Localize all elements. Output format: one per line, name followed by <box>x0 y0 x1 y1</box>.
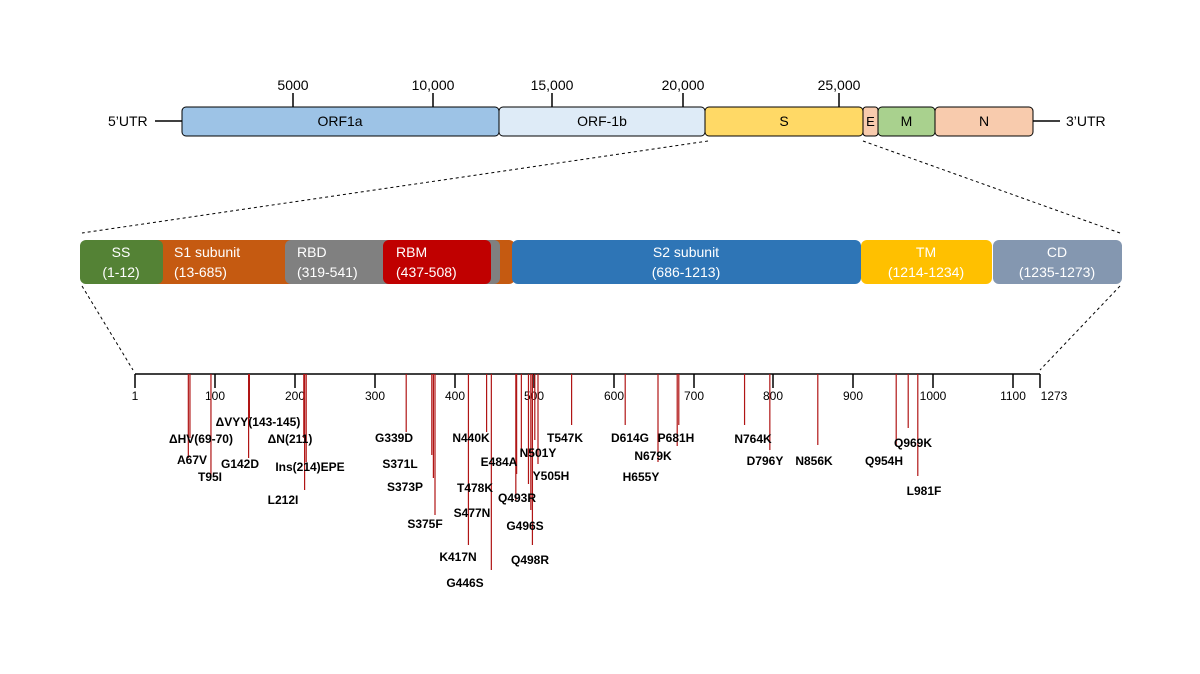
spike-domain-bar: SS (1-12) S1 subunit (13-685) RBD (319-5… <box>80 240 1122 284</box>
mutation-label: D796Y <box>747 454 784 468</box>
mutation-stems <box>187 374 919 570</box>
axis-tick-label: 400 <box>445 389 465 403</box>
zoom-line-right-top <box>862 140 1121 234</box>
mutation-label: N764K <box>734 432 772 446</box>
zoom-line-left-bottom <box>81 285 134 371</box>
mutation-label: G446S <box>446 576 483 590</box>
domain-s1-name: S1 subunit <box>174 244 240 260</box>
domain-ss <box>80 240 163 284</box>
mutation-label: G142D <box>221 457 259 471</box>
mutation-label: H655Y <box>623 470 660 484</box>
zoom-line-right-bottom <box>1039 285 1121 371</box>
utr3-label: 3’UTR <box>1066 113 1106 129</box>
mutation-label: S375F <box>407 517 442 531</box>
genome-ticks <box>292 93 840 107</box>
mutation-label: E484A <box>481 455 518 469</box>
genome-map: 5’UTR 3’UTR 5000 10,000 15,000 20,000 25… <box>108 77 1106 137</box>
domain-s2-subunit <box>512 240 861 284</box>
mutation-label: ΔVYY(143-145) <box>216 415 301 429</box>
domain-tm-name: TM <box>916 244 936 260</box>
mutation-label: T95I <box>198 470 222 484</box>
gene-m-label: M <box>901 113 913 129</box>
domain-cd-name: CD <box>1047 244 1067 260</box>
mutation-label: T478K <box>457 481 493 495</box>
axis-tick-label: 1 <box>132 389 139 403</box>
domain-rbm <box>383 240 491 284</box>
domain-s1-range: (13-685) <box>174 264 227 280</box>
domain-cd-range: (1235-1273) <box>1019 264 1095 280</box>
axis-tick-label: 900 <box>843 389 863 403</box>
axis-tick-label: 300 <box>365 389 385 403</box>
axis-tick-label: 800 <box>763 389 783 403</box>
axis-tick-label: 500 <box>524 389 544 403</box>
domain-s2-range: (686-1213) <box>652 264 721 280</box>
mutation-label: S371L <box>382 457 417 471</box>
mutation-label: ΔN(211) <box>268 432 313 446</box>
domain-ss-name: SS <box>112 244 131 260</box>
mutation-label: Y505H <box>533 469 570 483</box>
zoom-connectors <box>81 140 1121 371</box>
gene-e-label: E <box>866 114 875 129</box>
genome-tick-label: 5000 <box>277 77 308 93</box>
zoom-line-left-top <box>81 140 709 234</box>
genome-tick-label: 15,000 <box>531 77 574 93</box>
domain-rbd-name: RBD <box>297 244 327 260</box>
utr5-label: 5’UTR <box>108 113 148 129</box>
genome-tick-label: 25,000 <box>818 77 861 93</box>
genome-tick-label: 20,000 <box>662 77 705 93</box>
domain-rbm-name: RBM <box>396 244 427 260</box>
axis-tick-label: 1000 <box>920 389 947 403</box>
mutation-label: L212I <box>268 493 299 507</box>
axis-tick-label: 100 <box>205 389 225 403</box>
mutation-label: N856K <box>795 454 833 468</box>
mutation-label: Q969K <box>894 436 932 450</box>
mutation-label: D614G <box>611 431 649 445</box>
domain-ss-range: (1-12) <box>102 264 139 280</box>
mutation-label: Q954H <box>865 454 903 468</box>
gene-s-label: S <box>779 113 788 129</box>
mutation-label: N440K <box>452 431 490 445</box>
axis-tick-label: 600 <box>604 389 624 403</box>
axis-tick-label: 1100 <box>1000 389 1026 403</box>
mutation-label: T547K <box>547 431 583 445</box>
mutation-label: A67V <box>177 453 207 467</box>
axis-tick-label: 200 <box>285 389 305 403</box>
axis-tick-label: 700 <box>684 389 704 403</box>
mutation-label: ΔHV(69-70) <box>169 432 233 446</box>
mutation-label: G339D <box>375 431 413 445</box>
gene-orf1b-label: ORF-1b <box>577 113 627 129</box>
axis-tick-label: 1273 <box>1041 389 1068 403</box>
mutation-label: G496S <box>506 519 543 533</box>
mutation-label: K417N <box>439 550 476 564</box>
mutation-label: N501Y <box>520 446 557 460</box>
gene-n-label: N <box>979 113 989 129</box>
mutation-label: Q493R <box>498 491 536 505</box>
domain-s2-name: S2 subunit <box>653 244 719 260</box>
domain-cd <box>993 240 1122 284</box>
mutation-label: N679K <box>634 449 672 463</box>
gene-orf1a-label: ORF1a <box>317 113 362 129</box>
genome-tick-labels: 5000 10,000 15,000 20,000 25,000 <box>277 77 860 93</box>
mutation-label: Ins(214)EPE <box>275 460 344 474</box>
domain-rbm-range: (437-508) <box>396 264 457 280</box>
domain-tm <box>861 240 992 284</box>
mutation-label: S373P <box>387 480 423 494</box>
domain-tm-range: (1214-1234) <box>888 264 964 280</box>
mutation-label: S477N <box>454 506 491 520</box>
domain-rbd-range: (319-541) <box>297 264 358 280</box>
mutation-label: P681H <box>658 431 695 445</box>
mutation-labels: ΔHV(69-70) A67V T95I ΔVYY(143-145) G142D ΔN(2… <box>169 415 941 590</box>
gene-n <box>934 106 1034 137</box>
mutation-label: L981F <box>907 484 942 498</box>
mutation-label: Q498R <box>511 553 549 567</box>
genome-tick-label: 10,000 <box>412 77 455 93</box>
